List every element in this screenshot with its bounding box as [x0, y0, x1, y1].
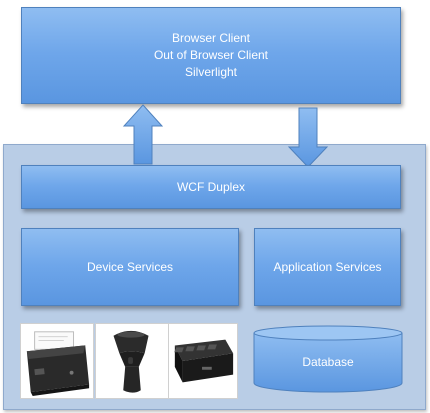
receipt-printer-image — [20, 323, 94, 399]
database-icon — [253, 325, 403, 393]
device-services-box: Device Services — [21, 228, 239, 306]
application-services-label: Application Services — [273, 259, 382, 274]
application-services-box: Application Services — [254, 228, 401, 306]
cash-drawer-image — [168, 323, 238, 399]
receipt-printer-icon — [26, 331, 90, 397]
database: Database — [253, 325, 403, 393]
client-box: Browser Client Out of Browser Client Sil… — [21, 7, 401, 104]
client-line-browser: Browser Client — [171, 31, 251, 45]
barcode-scanner-image — [95, 323, 169, 399]
client-line-out-of-browser: Out of Browser Client — [153, 48, 269, 62]
client-line-silverlight: Silverlight — [184, 65, 238, 79]
database-label: Database — [302, 355, 354, 369]
wcf-duplex-box: WCF Duplex — [21, 165, 401, 209]
cash-drawer-icon — [174, 339, 234, 383]
barcode-scanner-icon — [113, 330, 149, 393]
wcf-duplex-label: WCF Duplex — [176, 179, 245, 194]
device-services-label: Device Services — [86, 259, 174, 274]
